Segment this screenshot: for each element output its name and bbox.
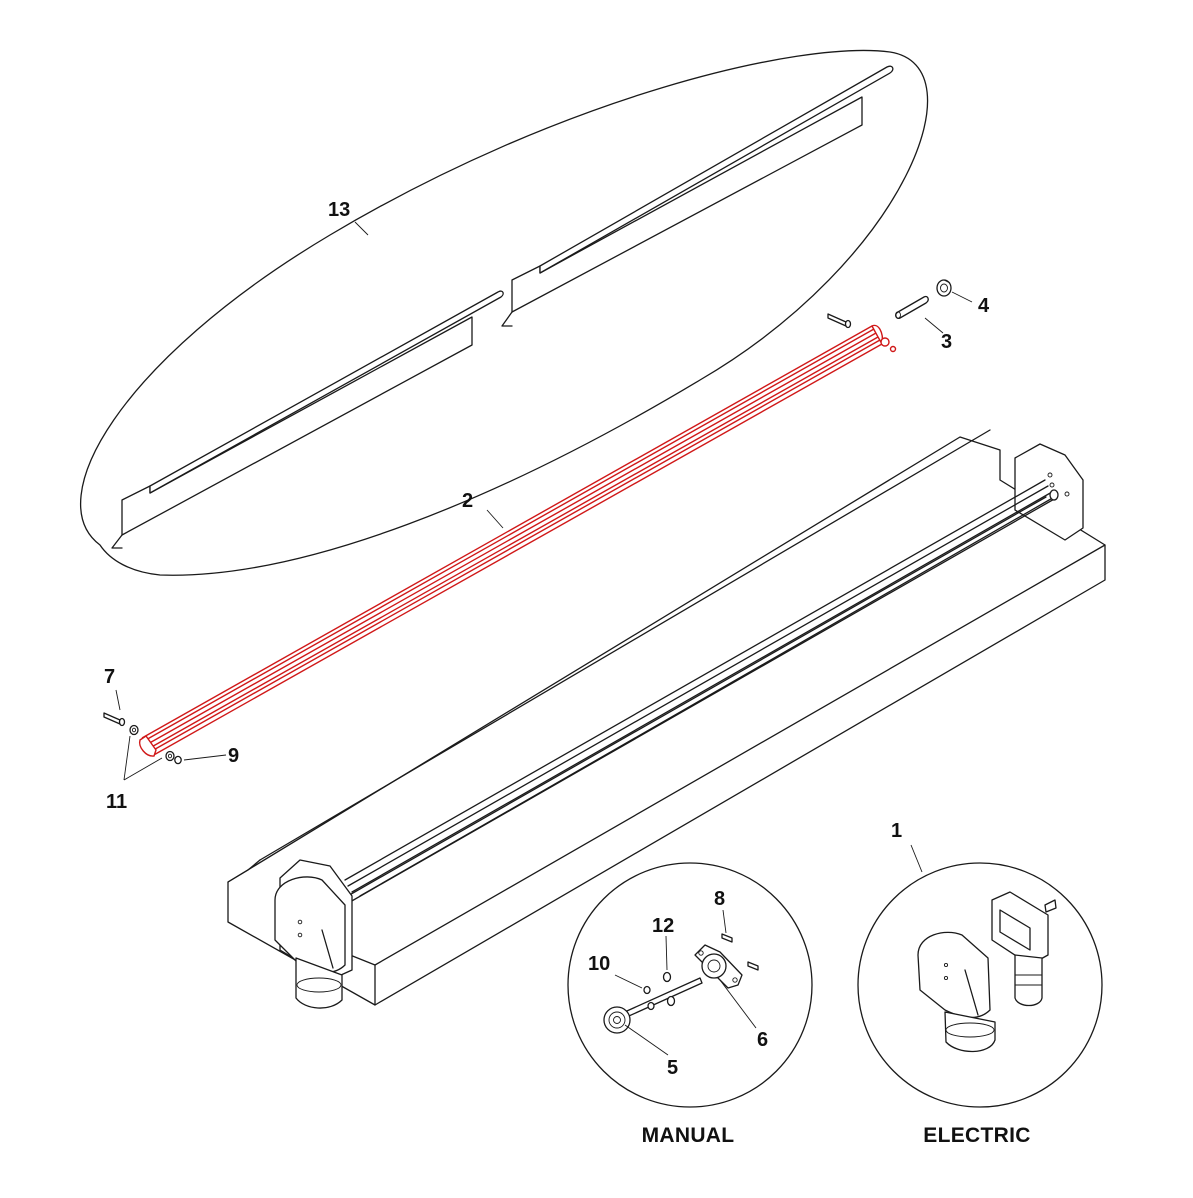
bolt-upper <box>827 313 852 329</box>
electric-detail <box>857 862 1103 1108</box>
screw-8 <box>721 933 733 943</box>
washer-12 <box>662 971 672 983</box>
electric-detail-circle <box>857 862 1103 1108</box>
manual-detail-circle <box>567 862 813 1108</box>
nut-10 <box>643 985 651 995</box>
callout-5: 5 <box>667 1057 678 1079</box>
cassette-housing <box>227 429 1106 1009</box>
bearing-bracket-6 <box>694 944 743 989</box>
manual-detail <box>567 862 813 1108</box>
pin-3 <box>895 295 929 320</box>
leader-lines <box>115 221 973 1056</box>
callout-11: 11 <box>106 791 127 813</box>
cover-profile-left <box>111 290 504 549</box>
nut-4 <box>936 279 952 297</box>
callout-9: 9 <box>228 745 239 767</box>
callout-12: 12 <box>652 915 674 937</box>
callout-1: 1 <box>891 820 902 842</box>
callout-6: 6 <box>757 1029 768 1051</box>
detail-ellipse-13 <box>80 49 929 576</box>
callouts: 13 4 3 2 7 9 11 1 8 12 10 6 5 <box>104 199 990 1079</box>
callout-10: 10 <box>588 953 610 975</box>
sprocket-shaft-5 <box>603 977 703 1034</box>
callout-8: 8 <box>714 888 725 910</box>
bolt-7 <box>103 712 126 727</box>
caption-manual: MANUAL <box>642 1124 735 1147</box>
callout-7: 7 <box>104 666 115 688</box>
nut-9 <box>174 755 182 765</box>
callout-13: 13 <box>328 199 350 221</box>
cover-profile-right <box>501 65 894 327</box>
callout-3: 3 <box>941 331 952 353</box>
caption-electric: ELECTRIC <box>923 1124 1030 1147</box>
callout-2: 2 <box>462 490 473 512</box>
washer-11 <box>129 724 175 762</box>
roller-tube-highlighted <box>139 324 897 757</box>
callout-4: 4 <box>978 295 990 317</box>
motor-head-1 <box>917 931 996 1053</box>
motor-unit-electric <box>991 891 1057 1007</box>
cover-profile-group <box>80 49 929 576</box>
